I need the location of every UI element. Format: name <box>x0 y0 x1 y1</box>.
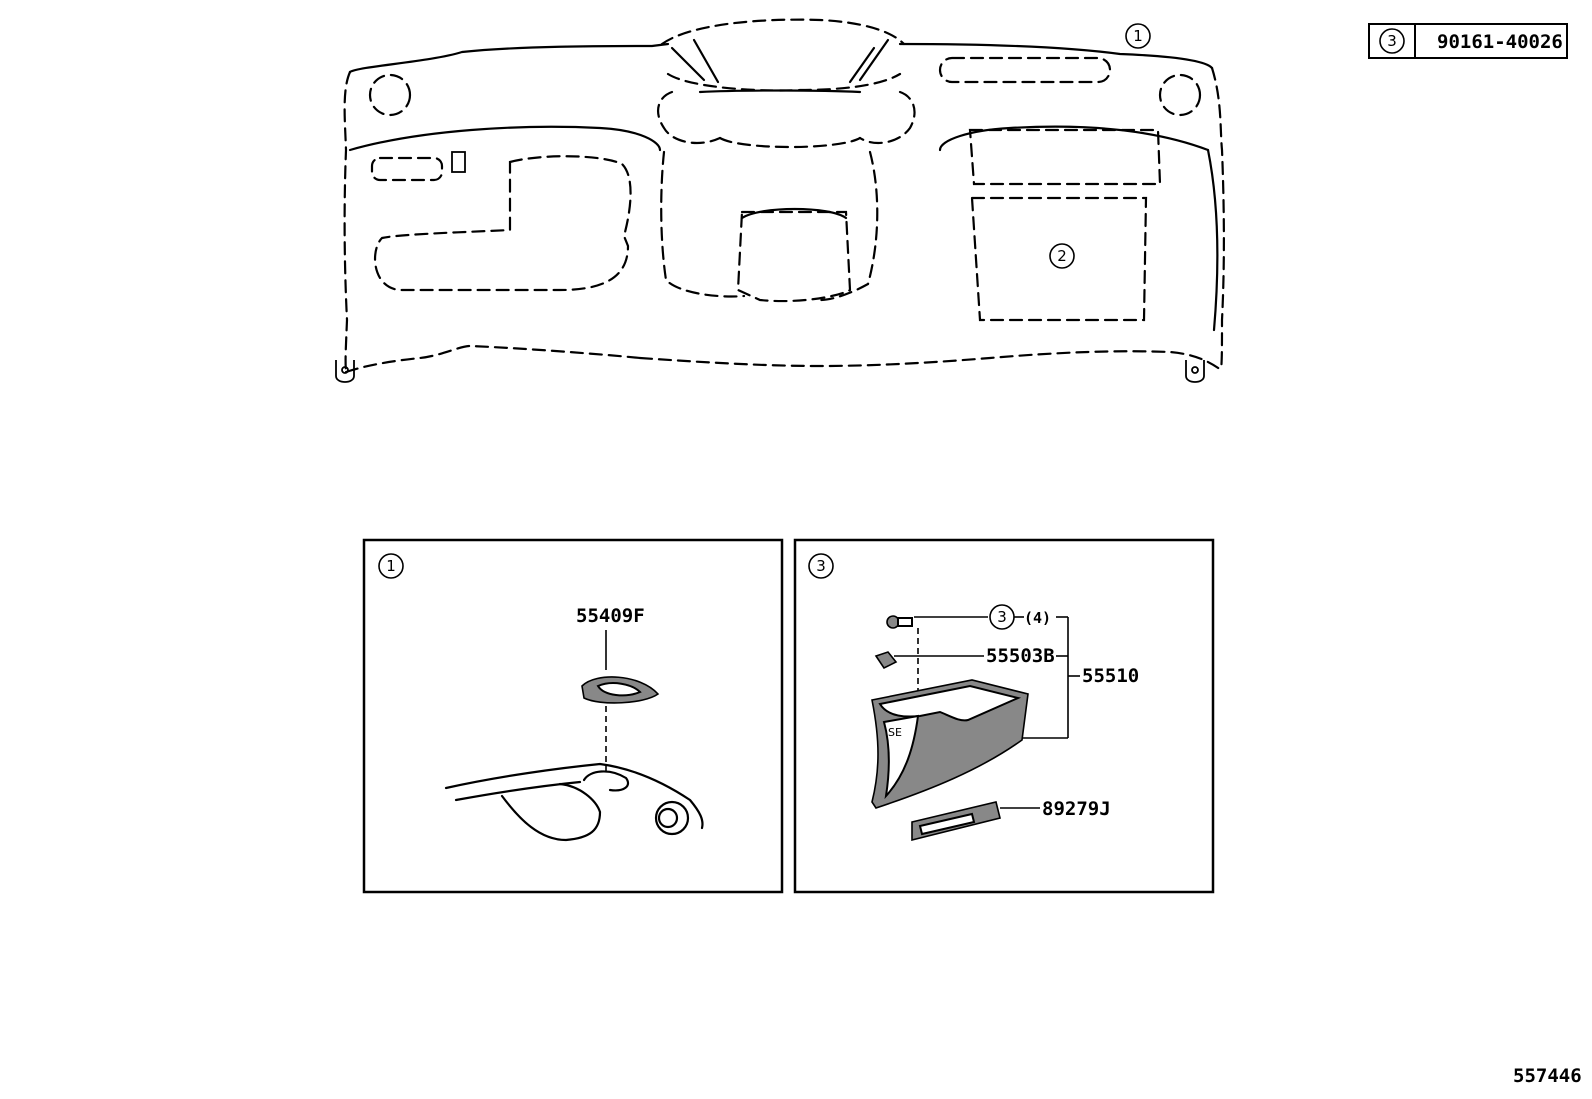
detail-panel-2: 3 3 (4) 55503B 55510 SE <box>793 538 1215 894</box>
legend-part-number: 90161-40026 <box>1437 31 1563 53</box>
detail-panel-1: 1 55409F <box>362 538 784 894</box>
svg-text:SE: SE <box>888 726 902 739</box>
part-label-55409f: 55409F <box>576 605 645 627</box>
screw-shape <box>886 615 913 629</box>
legend-box: 3 90161-40026 <box>1368 23 1568 59</box>
part-label-89279j: 89279J <box>1042 798 1111 820</box>
diagram-id: 557446 <box>1513 1065 1582 1087</box>
panel-2-ref-number: 3 <box>816 557 826 575</box>
dashboard-callout-1 <box>1125 23 1151 49</box>
screw-ref-number: 3 <box>997 608 1007 626</box>
panel-2-ref-circle <box>808 553 834 579</box>
glove-box-shape: SE <box>871 679 1029 809</box>
dashboard-callout-1-number: 1 <box>1133 27 1143 45</box>
legend-ref-circle <box>1379 28 1405 54</box>
clip-shape <box>874 651 898 670</box>
screw-quantity: (4) <box>1024 609 1051 627</box>
part-label-55503b: 55503B <box>986 645 1055 667</box>
dashboard-illustration: 1 2 <box>335 18 1225 383</box>
panel-1-ref-circle <box>378 553 404 579</box>
legend-ref-number: 3 <box>1387 32 1397 50</box>
panel-1-ref-number: 1 <box>386 557 396 575</box>
part-label-55510: 55510 <box>1082 665 1139 687</box>
dashboard-callout-2 <box>1049 243 1075 269</box>
dashboard-callout-2-number: 2 <box>1057 247 1067 265</box>
